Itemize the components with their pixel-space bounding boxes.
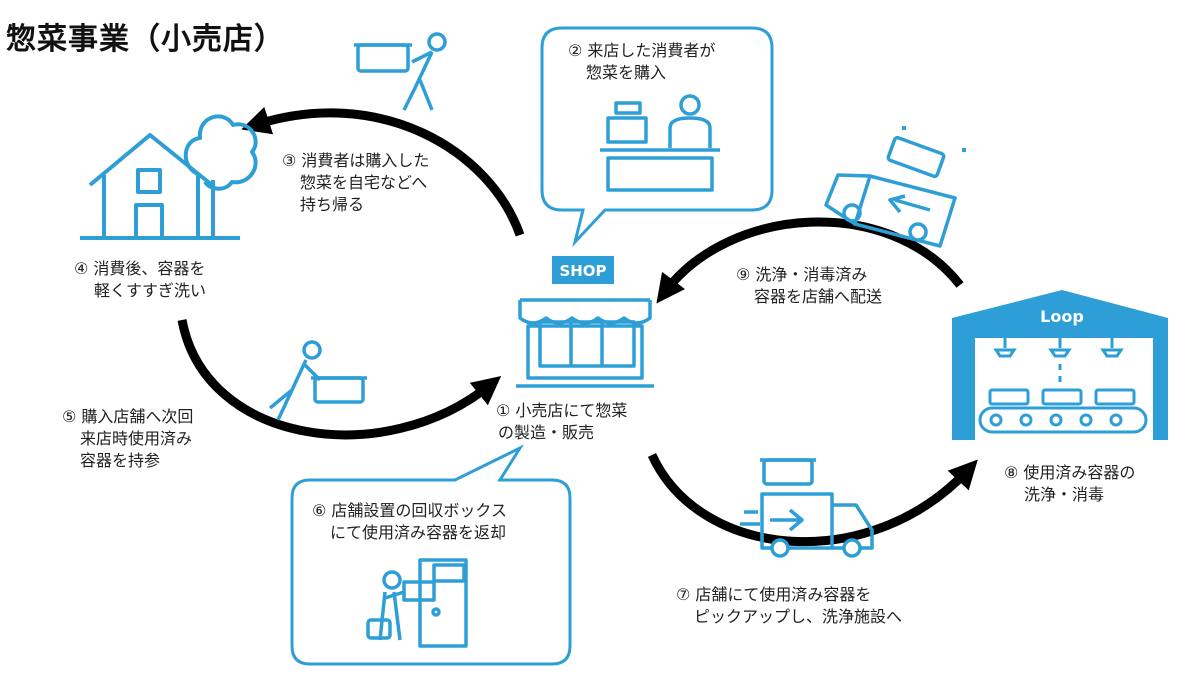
- loop-logo: Loop: [1040, 307, 1084, 326]
- house-tree-icon: [80, 114, 258, 240]
- step-2-label: ② 来店した消費者が惣菜を購入: [568, 41, 716, 82]
- arrow-facility-to-shop: [656, 217, 964, 304]
- step-8-label: ⑧ 使用済み容器の洗浄・消毒: [1004, 463, 1136, 504]
- washing-facility-icon: Loop: [952, 290, 1168, 440]
- person-pushing-container-icon: [268, 340, 367, 421]
- cashier-counter-icon: [600, 94, 720, 192]
- arrow-shop-to-facility: [647, 453, 978, 547]
- step-1-label: ① 小売店にて惣菜の製造・販売: [496, 401, 628, 442]
- step-6-label: ⑥ 店舗設置の回収ボックスにて使用済み容器を返却: [312, 501, 507, 542]
- arrow-shop-to-home: [241, 106, 525, 237]
- speech-bubble-2: [540, 26, 774, 248]
- person-carrying-container-icon: [354, 32, 447, 111]
- shop-sign-text: SHOP: [559, 262, 606, 280]
- step-7-label: ⑦ 店舗にて使用済み容器をピックアップし、洗浄施設へ: [676, 585, 903, 626]
- step-9-label: ⑨ 洗浄・消毒済み容器を店舗へ配送: [736, 265, 883, 306]
- delivery-truck-icon: [740, 458, 874, 558]
- step-5-label: ⑤ 購入店舗へ次回来店時使用済み容器を持参: [62, 407, 194, 470]
- step-4-label: ④ 消費後、容器を軽くすすぎ洗い: [74, 259, 207, 300]
- speech-bubble-6: [290, 444, 572, 666]
- page-title: 惣菜事業（小売店）: [6, 22, 285, 57]
- delivery-truck-icon: [824, 126, 966, 248]
- arrow-home-to-shop: [177, 319, 502, 440]
- return-box-icon: [366, 558, 468, 648]
- step-3-label: ③ 消費者は購入した惣菜を自宅などへ持ち帰る: [282, 151, 430, 214]
- shop-storefront-icon: SHOP: [516, 256, 654, 388]
